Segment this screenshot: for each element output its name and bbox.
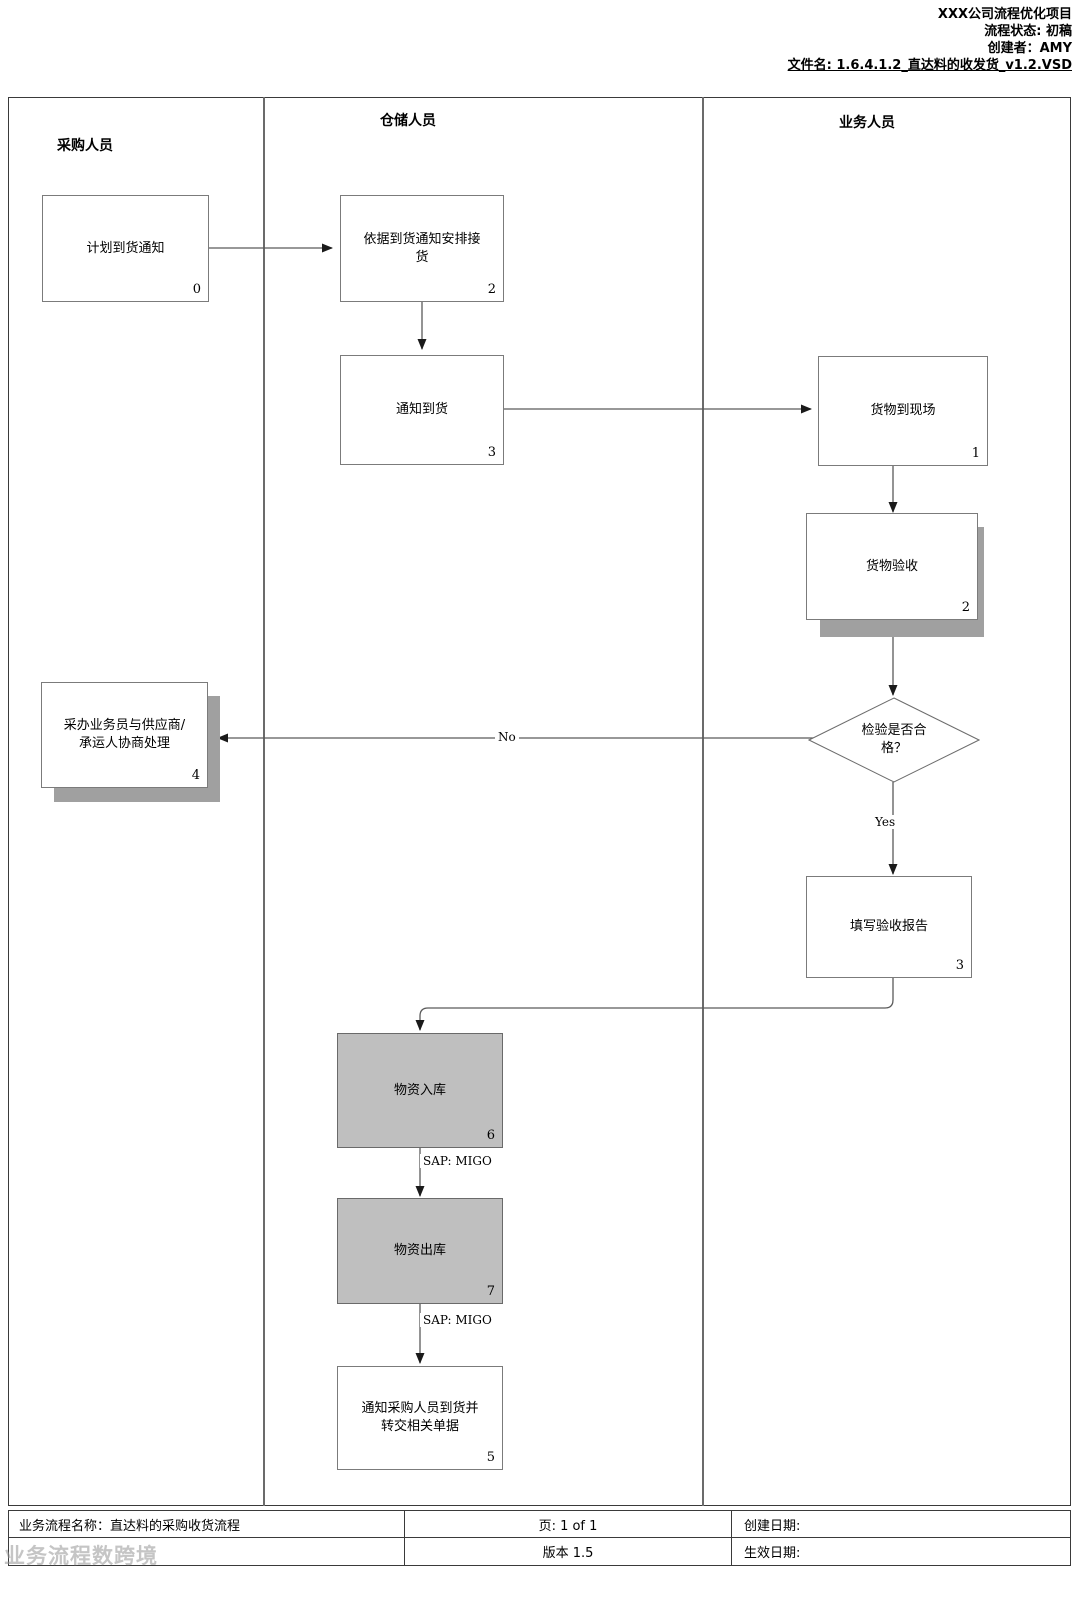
node-notify-arrival[interactable]: 通知到货 3 xyxy=(340,355,504,465)
footer-row-bottom: 版本 1.5 生效日期: xyxy=(8,1538,1071,1566)
node-label: 物资出库 xyxy=(393,1243,446,1258)
node-goods-inspection[interactable]: 货物验收 2 xyxy=(806,513,978,620)
node-label: 货物到现场 xyxy=(870,403,936,418)
lane-title-business: 业务人员 xyxy=(839,115,895,131)
node-number: 3 xyxy=(955,958,964,973)
node-number: 2 xyxy=(961,600,970,615)
lane-divider-2 xyxy=(702,97,704,1506)
node-notify-purchaser[interactable]: 通知采购人员到货并 转交相关单据 5 xyxy=(337,1366,503,1470)
node-number: 2 xyxy=(487,282,496,297)
node-label: 检验是否合 格？ xyxy=(861,723,927,756)
node-label: 填写验收报告 xyxy=(849,919,928,934)
edge-label-sap-migo-in: SAP: MIGO xyxy=(420,1154,495,1168)
node-label: 通知到货 xyxy=(395,402,448,417)
footer-page: 页: 1 of 1 xyxy=(404,1511,731,1537)
node-number: 7 xyxy=(486,1284,495,1299)
node-number: 5 xyxy=(486,1450,495,1465)
header-process-status: 流程状态: 初稿 xyxy=(984,24,1072,39)
footer-process-name: 业务流程名称：直达料的采购收货流程 xyxy=(19,1518,241,1534)
footer-row-top: 业务流程名称：直达料的采购收货流程 页: 1 of 1 创建日期: xyxy=(8,1510,1071,1538)
node-number: 6 xyxy=(486,1128,495,1143)
node-negotiate-supplier[interactable]: 采办业务员与供应商/ 承运人协商处理 4 xyxy=(41,682,208,788)
header-project-title: XXX公司流程优化项目 xyxy=(937,7,1072,22)
node-label: 货物验收 xyxy=(865,558,918,574)
node-label: 通知采购人员到货并 转交相关单据 xyxy=(361,1401,479,1434)
edge-label-sap-migo-out: SAP: MIGO xyxy=(420,1313,495,1327)
footer-version: 版本 1.5 xyxy=(404,1538,731,1565)
node-plan-arrival-notice[interactable]: 计划到货通知 0 xyxy=(42,195,209,302)
node-goods-out[interactable]: 物资出库 7 xyxy=(337,1198,503,1304)
edge-label-yes: Yes xyxy=(872,815,899,829)
footer-created-date: 创建日期: xyxy=(731,1511,1072,1537)
node-label: 采办业务员与供应商/ 承运人协商处理 xyxy=(63,718,186,751)
node-number: 0 xyxy=(192,282,201,297)
node-fill-report[interactable]: 填写验收报告 3 xyxy=(806,876,972,978)
node-goods-on-site[interactable]: 货物到现场 1 xyxy=(818,356,988,466)
diamond-shape xyxy=(808,697,980,783)
node-number: 4 xyxy=(191,768,200,783)
lane-title-purchasing: 采购人员 xyxy=(57,138,113,154)
watermark: 业务流程数跨境 xyxy=(4,1544,158,1568)
node-label: 依据到货通知安排接 货 xyxy=(363,231,481,265)
node-goods-in[interactable]: 物资入库 6 xyxy=(337,1033,503,1148)
header-filename: 文件名: 1.6.4.1.2_直达料的收发货_v1.2.VSD xyxy=(787,58,1072,73)
lane-divider-1 xyxy=(263,97,265,1506)
lane-title-warehouse: 仓储人员 xyxy=(380,113,436,129)
node-inspection-decision[interactable]: 检验是否合 格？ xyxy=(808,697,980,783)
header-creator: 创建者：AMY xyxy=(987,41,1072,56)
node-label: 计划到货通知 xyxy=(86,240,165,256)
node-label: 物资入库 xyxy=(393,1082,446,1098)
node-number: 3 xyxy=(487,445,496,460)
footer-effective-date: 生效日期: xyxy=(731,1538,1072,1565)
node-number: 1 xyxy=(971,446,980,461)
edge-label-no: No xyxy=(495,730,519,744)
node-arrange-receiving[interactable]: 依据到货通知安排接 货 2 xyxy=(340,195,504,302)
